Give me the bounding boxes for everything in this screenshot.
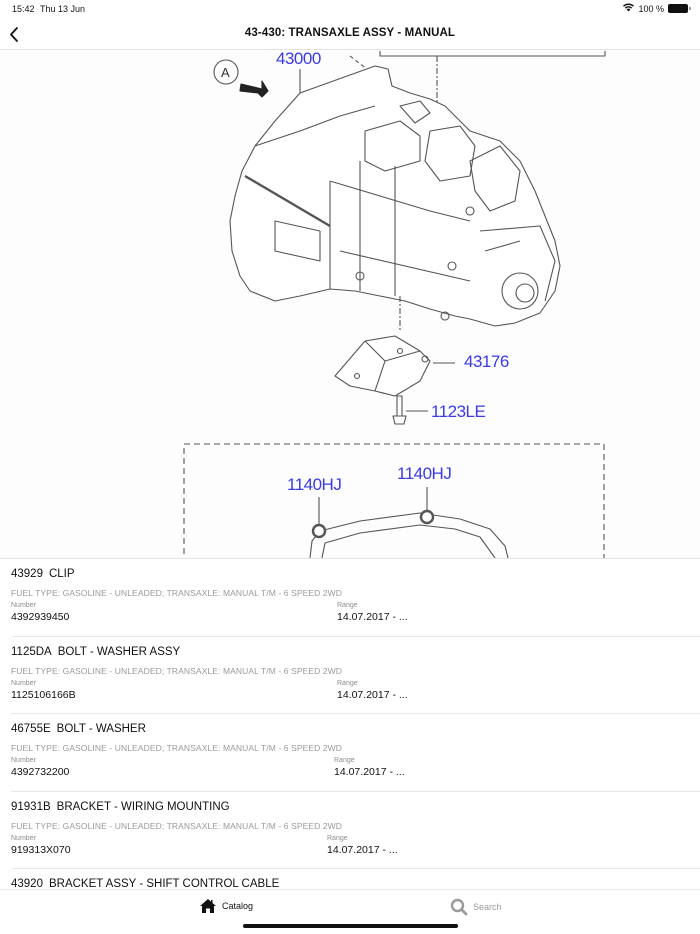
part-range: 14.07.2017 - ... — [337, 611, 408, 623]
part-row-91931B[interactable]: 91931B BRACKET - WIRING MOUNTING FUEL TYP… — [11, 792, 700, 869]
wifi-icon — [623, 3, 635, 14]
callout-43176[interactable]: 43176 — [464, 352, 509, 371]
transaxle-illustration: A — [183, 51, 606, 558]
callout-43000[interactable]: 43000 — [276, 51, 321, 68]
part-title: 43920 BRACKET ASSY - SHIFT CONTROL CABLE — [11, 878, 279, 889]
part-number: 1125106166B — [11, 688, 76, 701]
range-label: Range — [337, 602, 358, 609]
part-code: 91931B — [11, 800, 51, 813]
part-title: 46755E BOLT - WASHER — [11, 723, 146, 735]
part-description: FUEL TYPE: GASOLINE - UNLEADED; TRANSAXL… — [11, 743, 343, 753]
part-number: 4392939450 — [11, 611, 70, 623]
part-code: 43920 — [11, 878, 43, 889]
part-title: 91931B BRACKET - WIRING MOUNTING — [11, 801, 230, 813]
part-title: 43929 CLIP — [11, 568, 75, 580]
part-description: FUEL TYPE: GASOLINE - UNLEADED; TRANSAXL… — [11, 665, 343, 676]
home-icon — [200, 899, 216, 913]
callout-1140HJ-left[interactable]: 1140HJ — [287, 475, 342, 494]
range-label: Range — [327, 834, 348, 842]
chevron-left-icon — [10, 27, 18, 42]
part-name: BRACKET ASSY - SHIFT CONTROL CABLE — [48, 878, 280, 889]
svg-text:A: A — [221, 65, 230, 80]
range-label: Range — [337, 679, 358, 687]
page-title: 43-430: TRANSAXLE ASSY - MANUAL — [244, 27, 456, 39]
parts-diagram[interactable]: A 43000 43176 1123LE 1140HJ 1140HJ — [0, 51, 700, 558]
number-label: Number — [11, 679, 36, 687]
tab-bar: Catalog Search — [0, 889, 700, 934]
part-code: 43929 — [11, 568, 43, 580]
part-number: 4392732200 — [11, 766, 70, 778]
part-description: FUEL TYPE: GASOLINE - UNLEADED; TRANSAXL… — [11, 588, 343, 598]
parts-list[interactable]: 43929 CLIP FUEL TYPE: GASOLINE - UNLEADED… — [0, 558, 700, 889]
part-range: 14.07.2017 - ... — [337, 688, 408, 701]
part-name: CLIP — [48, 568, 75, 580]
part-name: BOLT - WASHER ASSY — [57, 645, 181, 658]
tab-catalog-label: Catalog — [222, 901, 254, 911]
part-code: 1125DA — [11, 645, 52, 658]
nav-bar: 43-430: TRANSAXLE ASSY - MANUAL — [0, 18, 700, 50]
battery-percent: 100 % — [638, 3, 664, 14]
part-row-46755E[interactable]: 46755E BOLT - WASHER FUEL TYPE: GASOLINE … — [11, 714, 700, 792]
part-description: FUEL TYPE: GASOLINE - UNLEADED; TRANSAXL… — [11, 820, 343, 831]
part-name: BRACKET - WIRING MOUNTING — [56, 800, 230, 813]
tab-search-label: Search — [473, 902, 502, 912]
part-range: 14.07.2017 - ... — [327, 843, 398, 856]
status-date: Thu 13 Jun — [40, 4, 86, 14]
number-label: Number — [11, 757, 36, 764]
callout-1123LE[interactable]: 1123LE — [431, 402, 486, 421]
part-row-1125DA[interactable]: 1125DA BOLT - WASHER ASSY FUEL TYPE: GASO… — [11, 637, 700, 714]
battery-icon — [668, 4, 691, 13]
number-label: Number — [11, 602, 36, 609]
part-range: 14.07.2017 - ... — [334, 766, 405, 778]
range-label: Range — [334, 757, 355, 764]
part-code: 46755E — [11, 723, 51, 735]
status-bar: 15:42 Thu 13 Jun 100 % — [0, 0, 700, 18]
tab-catalog[interactable]: Catalog — [199, 898, 253, 914]
status-right: 100 % — [623, 3, 691, 14]
part-title: 1125DA BOLT - WASHER ASSY — [11, 646, 180, 658]
callout-1140HJ-right[interactable]: 1140HJ — [397, 464, 452, 483]
tab-search[interactable]: Search — [450, 898, 502, 916]
number-label: Number — [11, 834, 36, 842]
back-button[interactable] — [6, 22, 26, 46]
search-icon — [450, 898, 468, 916]
status-time: 15:42 — [12, 4, 35, 14]
part-name: BOLT - WASHER — [56, 723, 146, 735]
home-indicator[interactable] — [243, 924, 458, 928]
part-row-43920[interactable]: 43920 BRACKET ASSY - SHIFT CONTROL CABLE — [11, 869, 700, 889]
part-row-43929[interactable]: 43929 CLIP FUEL TYPE: GASOLINE - UNLEADED… — [11, 559, 700, 637]
part-number: 919313X070 — [11, 843, 71, 856]
